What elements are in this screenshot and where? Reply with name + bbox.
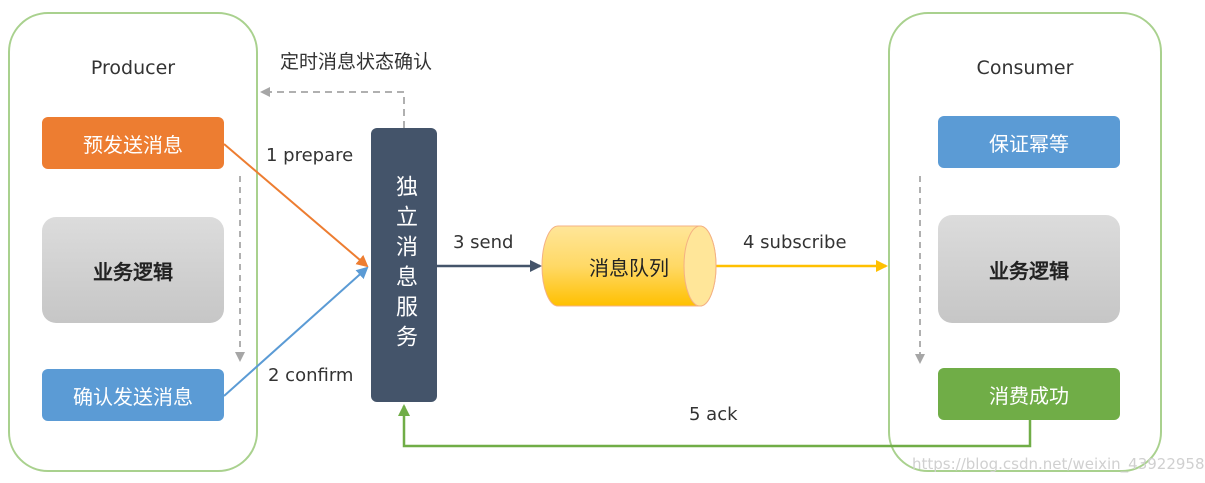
subscribe-label: 4 subscribe — [743, 232, 847, 253]
prepare-arrow — [223, 143, 369, 268]
producer-title: Producer — [90, 57, 176, 79]
message-service-box: 独立消息服务 — [371, 128, 437, 402]
queue-cylinder — [541, 225, 717, 307]
status-confirm-arrow — [260, 87, 405, 128]
status-confirm-label: 定时消息状态确认 — [280, 51, 433, 73]
ack-label: 5 ack — [689, 404, 738, 425]
prepare-label: 1 prepare — [266, 145, 354, 166]
confirm-send-box: 确认发送消息 — [42, 369, 224, 421]
consume-success-box: 消费成功 — [938, 368, 1120, 420]
consumer-title: Consumer — [976, 57, 1074, 79]
queue-label: 消息队列 — [589, 255, 669, 280]
prepare-message-box: 预发送消息 — [42, 117, 224, 169]
ack-arrow — [398, 404, 1032, 448]
consumer-business-logic-box: 业务逻辑 — [938, 215, 1120, 323]
confirm-label: 2 confirm — [268, 365, 354, 386]
watermark: https://blog.csdn.net/weixin_43922958 — [912, 455, 1205, 473]
confirm-arrow — [223, 266, 369, 397]
message-service-label: 独立消息服务 — [392, 175, 417, 355]
idempotent-box: 保证幂等 — [938, 116, 1120, 168]
producer-business-logic-box: 业务逻辑 — [42, 217, 224, 323]
send-label: 3 send — [453, 232, 514, 253]
